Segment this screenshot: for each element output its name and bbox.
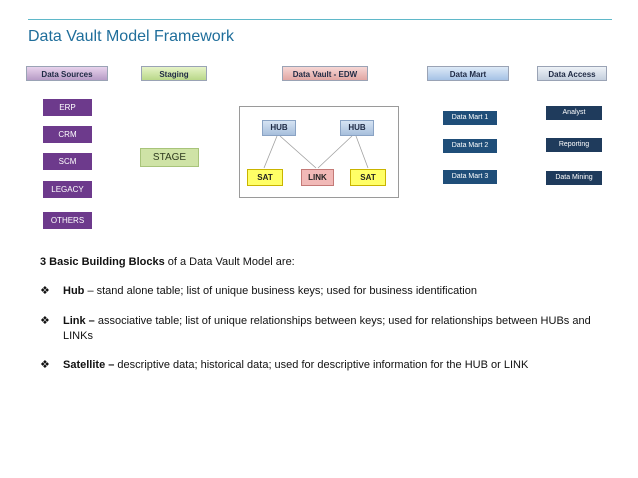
header-data-sources: Data Sources <box>26 66 108 81</box>
header-staging: Staging <box>141 66 207 81</box>
data-mart-3: Data Mart 3 <box>443 170 497 184</box>
header-data-access: Data Access <box>537 66 607 81</box>
bullet-hub-text: stand alone table; list of unique busine… <box>96 285 477 297</box>
bullet-link: Link – associative table; list of unique… <box>63 314 593 344</box>
page-title: Data Vault Model Framework <box>28 28 234 45</box>
link-box: LINK <box>301 169 334 186</box>
sat-right: SAT <box>350 169 386 186</box>
source-erp: ERP <box>43 99 92 116</box>
source-scm: SCM <box>43 153 92 170</box>
access-analyst: Analyst <box>546 106 602 120</box>
bullet-hub-sep: – <box>84 285 97 297</box>
header-data-vault-edw: Data Vault - EDW <box>282 66 368 81</box>
bullet-icon: ❖ <box>40 359 50 371</box>
top-divider-line <box>28 19 612 20</box>
data-mart-1: Data Mart 1 <box>443 111 497 125</box>
bullet-link-term: Link – <box>63 315 95 327</box>
bullet-hub-term: Hub <box>63 285 85 297</box>
hub-right: HUB <box>340 120 374 136</box>
data-mart-2: Data Mart 2 <box>443 139 497 153</box>
bullet-link-text: associative table; list of unique relati… <box>63 315 591 342</box>
intro-text: 3 Basic Building Blocks of a Data Vault … <box>40 255 295 270</box>
source-legacy: LEGACY <box>43 181 92 198</box>
access-reporting: Reporting <box>546 138 602 152</box>
bullet-icon: ❖ <box>40 285 50 297</box>
bullet-satellite-text: descriptive data; historical data; used … <box>117 359 529 371</box>
stage-box: STAGE <box>140 148 199 167</box>
intro-bold: 3 Basic Building Blocks <box>40 256 165 268</box>
source-crm: CRM <box>43 126 92 143</box>
hub-left: HUB <box>262 120 296 136</box>
bullet-icon: ❖ <box>40 315 50 327</box>
intro-rest: of a Data Vault Model are: <box>164 256 295 268</box>
bullet-satellite-term: Satellite – <box>63 359 115 371</box>
access-data-mining: Data Mining <box>546 171 602 185</box>
bullet-satellite: Satellite – descriptive data; historical… <box>63 358 593 373</box>
sat-left: SAT <box>247 169 283 186</box>
bullet-hub: Hub – stand alone table; list of unique … <box>63 284 593 299</box>
source-others: OTHERS <box>43 212 92 229</box>
header-data-mart: Data Mart <box>427 66 509 81</box>
